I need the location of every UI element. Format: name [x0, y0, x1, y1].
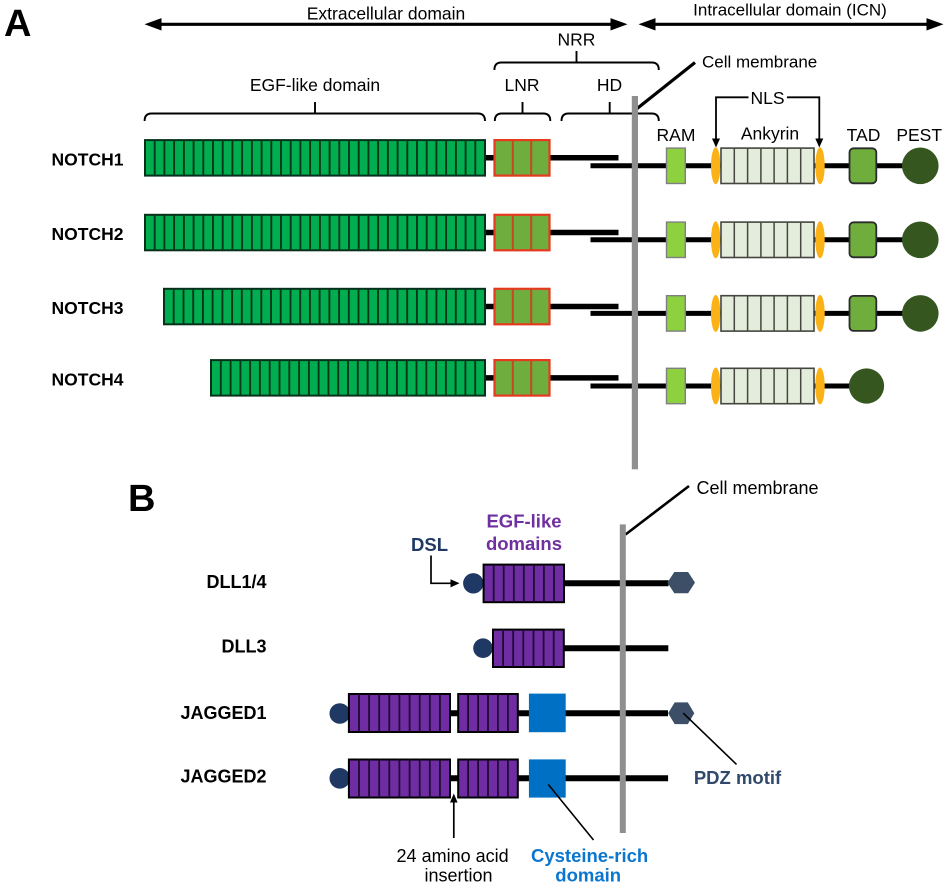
svg-text:JAGGED1: JAGGED1 [180, 703, 266, 723]
svg-text:NOTCH3: NOTCH3 [52, 298, 124, 318]
svg-text:PDZ motif: PDZ motif [694, 767, 782, 788]
svg-text:B: B [128, 478, 155, 520]
svg-text:NRR: NRR [558, 30, 596, 50]
svg-text:RAM: RAM [657, 125, 696, 145]
svg-text:NOTCH1: NOTCH1 [52, 149, 124, 169]
svg-text:DSL: DSL [411, 534, 448, 555]
svg-text:Cell membrane: Cell membrane [697, 478, 819, 498]
svg-text:LNR: LNR [504, 75, 539, 95]
svg-text:Cell membrane: Cell membrane [702, 53, 817, 72]
svg-text:EGF-like domain: EGF-like domain [250, 75, 380, 95]
svg-text:EGF-like: EGF-like [486, 511, 561, 532]
svg-text:domains: domains [486, 533, 562, 554]
svg-text:NOTCH2: NOTCH2 [52, 224, 124, 244]
svg-text:domain: domain [555, 865, 621, 886]
svg-text:PEST: PEST [896, 125, 942, 145]
svg-text:HD: HD [597, 75, 622, 95]
svg-text:NLS: NLS [750, 88, 784, 108]
svg-text:Ankyrin: Ankyrin [741, 124, 799, 144]
svg-text:insertion: insertion [424, 866, 492, 886]
svg-text:Intracellular domain (ICN): Intracellular domain (ICN) [693, 0, 887, 19]
svg-text:NOTCH4: NOTCH4 [52, 369, 124, 389]
svg-text:Cysteine-rich: Cysteine-rich [531, 845, 648, 866]
svg-text:DLL3: DLL3 [222, 636, 267, 656]
svg-text:DLL1/4: DLL1/4 [206, 572, 266, 592]
svg-text:JAGGED2: JAGGED2 [180, 766, 266, 786]
svg-text:Extracellular domain: Extracellular domain [307, 4, 466, 24]
svg-text:TAD: TAD [847, 125, 881, 145]
svg-text:24 amino acid: 24 amino acid [397, 846, 509, 866]
svg-text:A: A [4, 3, 31, 45]
